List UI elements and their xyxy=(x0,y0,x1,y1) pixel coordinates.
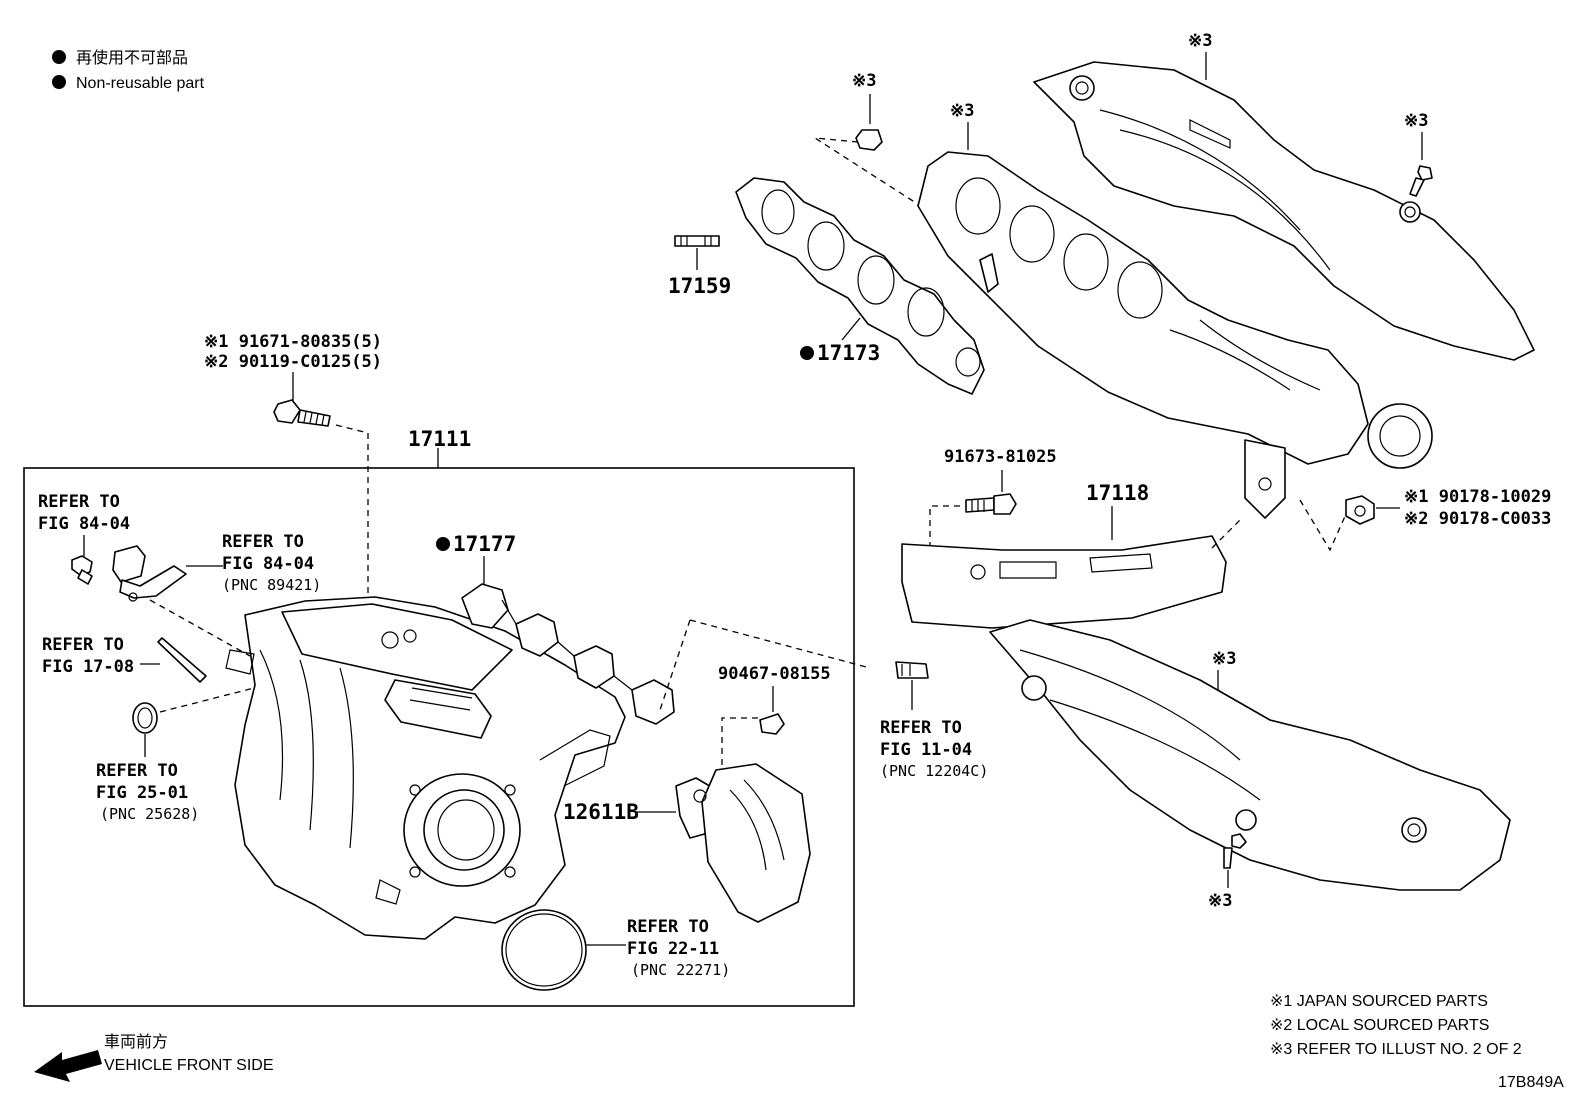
mark-upper-ins: ※3 xyxy=(1188,31,1212,51)
vehicle-front-direction: 車両前方 VEHICLE FRONT SIDE xyxy=(34,1033,274,1082)
lower-heat-insulator: ※3 xyxy=(989,619,1511,891)
ref1-l2: FIG 84-04 xyxy=(38,514,130,534)
exhaust-manifold: ※3 xyxy=(917,101,1433,519)
non-reusable-dot-icon xyxy=(52,75,66,89)
gasket-17173: 17173 xyxy=(735,177,985,395)
nut-90178: ※1 90178-10029 ※2 90178-C0033 xyxy=(1299,487,1551,552)
mark-bolt-bottom: ※3 xyxy=(1208,891,1232,911)
direction-jp: 車両前方 xyxy=(104,1033,168,1051)
nut-label-2: ※2 90178-C0033 xyxy=(1404,509,1551,529)
part-12611B-label: 12611B xyxy=(563,800,639,824)
ref5-l2: FIG 11-04 xyxy=(880,740,972,760)
part-17159-label: 17159 xyxy=(668,274,731,298)
ref4-l1: REFER TO xyxy=(96,761,178,781)
bolt-top-label-2: ※2 90119-C0125(5) xyxy=(204,352,382,372)
stud-90467-label: 90467-08155 xyxy=(718,664,831,684)
nut-top: ※3 xyxy=(814,71,931,213)
legend-jp: 再使用不可部品 xyxy=(76,49,188,67)
footnotes: ※1 JAPAN SOURCED PARTS ※2 LOCAL SOURCED … xyxy=(1270,993,1522,1058)
illustration-code: 17B849A xyxy=(1498,1074,1564,1091)
insulator-12611B: 12611B xyxy=(563,763,811,923)
non-reusable-dot-icon xyxy=(800,346,814,360)
bolt-91673-81025: 91673-81025 xyxy=(929,447,1057,548)
stud-17159: 17159 xyxy=(668,235,731,298)
ref2-l3: (PNC 89421) xyxy=(222,576,321,594)
stay-17118: 17118 xyxy=(901,481,1241,629)
pcv-ref-11-04: REFER TO FIG 11-04 (PNC 12204C) xyxy=(880,661,988,780)
mark-lower-ins: ※3 xyxy=(1212,649,1236,669)
sensor-assembly: REFER TO FIG 84-04 REFER TO FIG 84-04 (P… xyxy=(38,492,321,657)
intake-manifold xyxy=(225,596,626,940)
part-17118-label: 17118 xyxy=(1086,481,1149,505)
note-1: ※1 JAPAN SOURCED PARTS xyxy=(1270,993,1488,1010)
ref6-l3: (PNC 22271) xyxy=(631,961,730,979)
ref2-l1: REFER TO xyxy=(222,532,304,552)
hose-ref-17-08: REFER TO FIG 17-08 xyxy=(42,635,207,683)
part-17173-label: 17173 xyxy=(817,341,880,365)
note-3: ※3 REFER TO ILLUST NO. 2 OF 2 xyxy=(1270,1041,1522,1058)
legend: 再使用不可部品 Non-reusable part xyxy=(52,49,205,92)
part-17111-label: 17111 xyxy=(408,427,471,451)
ref3-l1: REFER TO xyxy=(42,635,124,655)
legend-en: Non-reusable part xyxy=(76,75,205,92)
ref6-l2: FIG 22-11 xyxy=(627,939,719,959)
ref1-l1: REFER TO xyxy=(38,492,120,512)
bolt-top-label-1: ※1 91671-80835(5) xyxy=(204,332,382,352)
ref5-l1: REFER TO xyxy=(880,718,962,738)
gasket-ref-22-11: REFER TO FIG 22-11 (PNC 22271) xyxy=(501,909,730,991)
nut-label-1: ※1 90178-10029 xyxy=(1404,487,1551,507)
ref4-l2: FIG 25-01 xyxy=(96,783,188,803)
bolt-right: ※3 xyxy=(1404,111,1433,197)
ref6-l1: REFER TO xyxy=(627,917,709,937)
part-17177-label: 17177 xyxy=(453,532,516,556)
ref3-l2: FIG 17-08 xyxy=(42,657,134,677)
gasket-17177: 17177 xyxy=(436,532,871,725)
bolt-bottom: ※3 xyxy=(1208,833,1247,911)
non-reusable-dot-icon xyxy=(52,50,66,64)
note-2: ※2 LOCAL SOURCED PARTS xyxy=(1270,1017,1489,1034)
clamp-ref-25-01: REFER TO FIG 25-01 (PNC 25628) xyxy=(96,651,396,823)
mark-nut-top: ※3 xyxy=(852,71,876,91)
front-arrow-icon xyxy=(34,1050,102,1082)
direction-en: VEHICLE FRONT SIDE xyxy=(104,1057,274,1074)
stud-90467-08155: 90467-08155 xyxy=(718,664,831,780)
upper-heat-insulator: ※3 xyxy=(1033,31,1535,361)
mark-bolt-right: ※3 xyxy=(1404,111,1428,131)
ref2-l2: FIG 84-04 xyxy=(222,554,314,574)
ref4-l3: (PNC 25628) xyxy=(100,805,199,823)
bolt-91671-80835: ※1 91671-80835(5) ※2 90119-C0125(5) xyxy=(204,332,382,600)
non-reusable-dot-icon xyxy=(436,537,450,551)
intake-manifold-group-box xyxy=(23,467,855,1007)
mark-manifold: ※3 xyxy=(950,101,974,121)
bolt-91673-label: 91673-81025 xyxy=(944,447,1057,467)
ref5-l3: (PNC 12204C) xyxy=(880,762,988,780)
